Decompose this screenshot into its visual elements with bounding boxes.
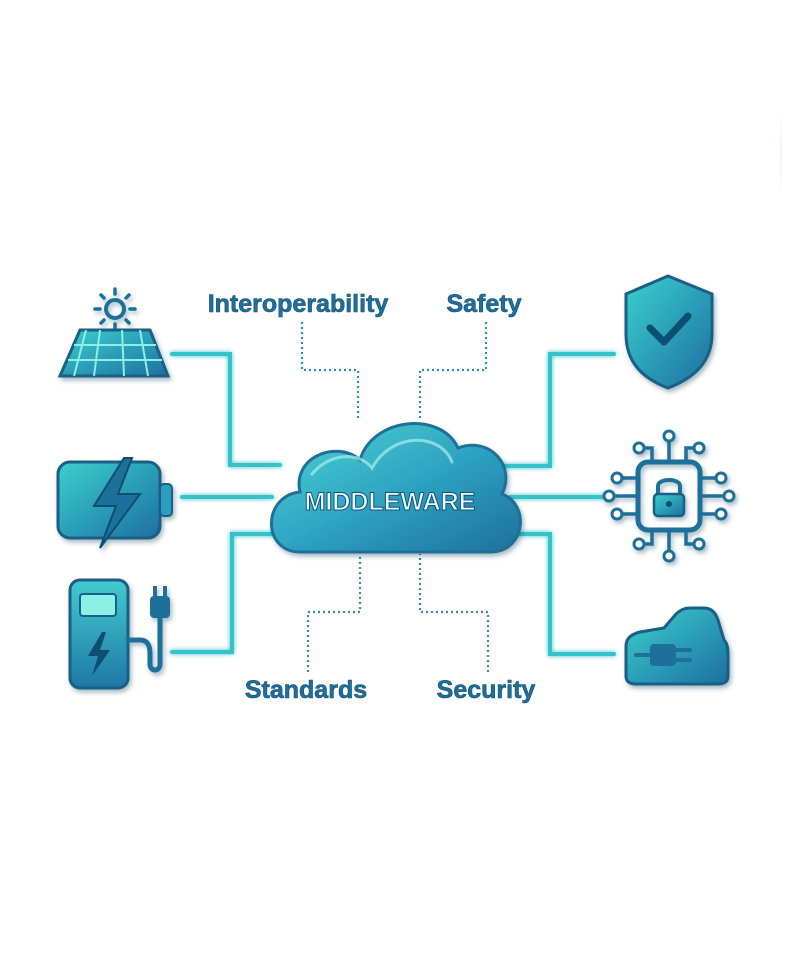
dotted-safety <box>418 322 488 418</box>
label-standards: Standards <box>245 676 367 704</box>
charging-station-icon <box>68 578 170 690</box>
label-security: Security <box>437 676 536 704</box>
solar-panel-icon <box>57 287 171 378</box>
dotted-standards <box>306 554 362 672</box>
label-interoperability: Interoperability <box>208 290 389 318</box>
dotted-interoperability <box>300 322 360 418</box>
dotted-security <box>418 554 490 672</box>
electric-car-icon <box>624 606 730 686</box>
battery-icon <box>56 457 173 549</box>
connector-car <box>494 532 616 656</box>
middleware-cloud <box>270 422 522 554</box>
connector-charging <box>170 532 284 654</box>
dotted-connectors <box>300 322 490 672</box>
edge-artifact <box>780 110 782 200</box>
connectors <box>170 352 616 656</box>
circuit-lock-icon <box>602 429 736 563</box>
topic-labels: Interoperability Safety Standards Securi… <box>207 290 536 705</box>
connector-shield <box>496 352 616 468</box>
connector-solar <box>170 352 282 467</box>
shield-check-icon <box>624 274 714 390</box>
label-safety: Safety <box>446 290 521 318</box>
center-label: MIDDLEWARE <box>305 488 476 516</box>
